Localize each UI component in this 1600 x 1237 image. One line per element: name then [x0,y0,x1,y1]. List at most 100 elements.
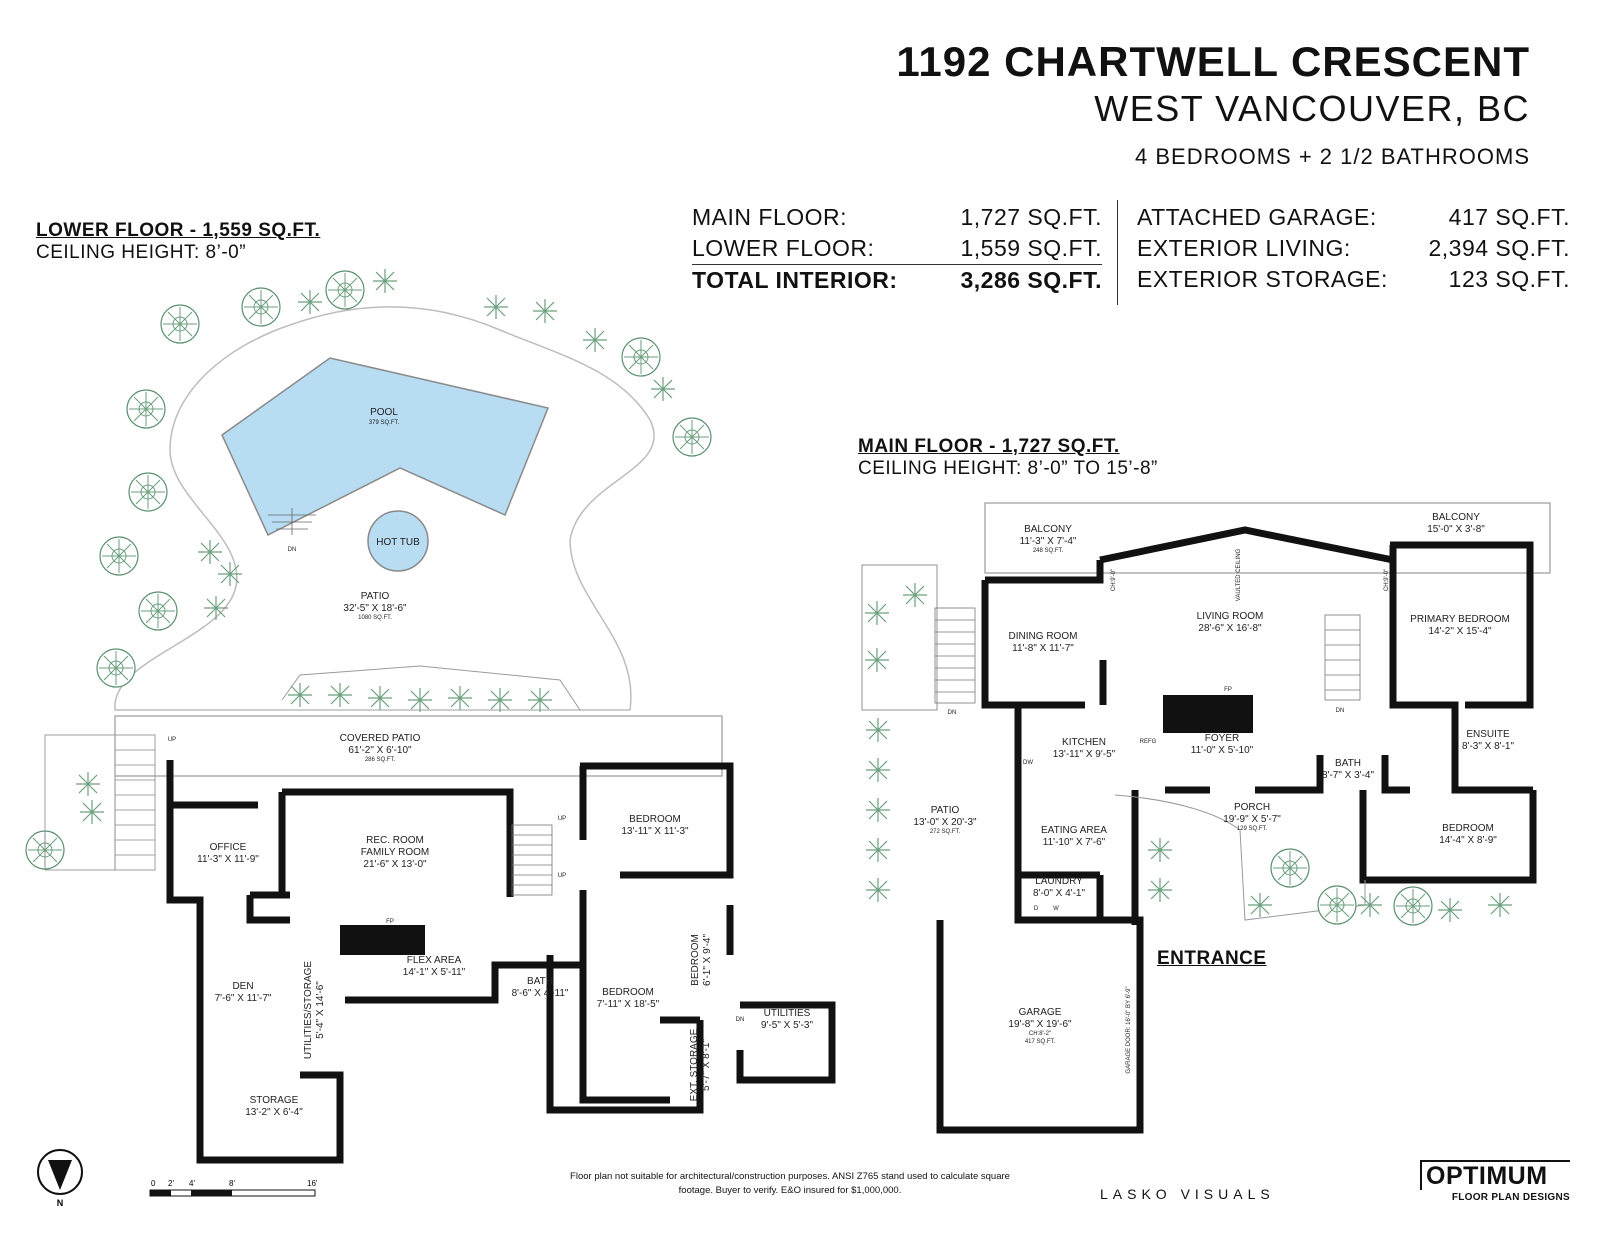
kitchen-label: KITCHEN [1062,737,1106,748]
covered-patio-dims: 61'-2" X 6'-10" [348,745,412,756]
lower-floor-walls [166,760,836,1164]
vaulted-ceiling-note: VAULTED CEILING [1236,548,1242,601]
lower-up-mark: UP [168,737,176,743]
porch-dims: 19'-9" X 5'-7" [1223,814,1281,825]
dining-dims: 11'-8" X 11'-7" [1012,643,1074,654]
garage-door-note: GARAGE DOOR: 16'-0" BY 6'-9" [1126,986,1132,1073]
balcony-left-dims: 11'-3" X 7'-4" [1020,536,1077,547]
yard-outline [114,306,655,711]
porch-outline [1114,794,1366,921]
property-address: 1192 CHARTWELL CRESCENT [896,38,1530,85]
main-bedroom-dims: 14'-4" X 8'-9" [1439,835,1497,846]
pool-area: 379 SQ.FT. [369,420,400,426]
bedroom-a-label: BEDROOM [629,814,681,825]
scale-bar [149,1189,316,1197]
landscape-trees-main [864,582,1513,926]
scale-16: 16' [307,1179,318,1188]
utilities-storage-dims: 5'-4" X 14'-6" [315,981,326,1039]
stat-garage: ATTACHED GARAGE:417 SQ.FT. [1137,204,1570,230]
credit-lasko-visuals: LASKO VISUALS [1100,1186,1275,1202]
main-stair-down-2: DN [1336,708,1345,714]
scale-8: 8' [229,1179,235,1188]
lower-stair-up-1: UP [558,816,566,822]
dishwasher-mark: DW [1023,760,1033,766]
main-bath-label: BATH [1335,758,1361,769]
main-fireplace-mark: FP [1224,687,1232,693]
rec-room-label-2: FAMILY ROOM [361,847,430,858]
bedroom-a-dims: 13'-11" X 11'-3" [621,826,689,837]
garage-ceiling: CH:8'-2" [1029,1031,1051,1037]
rec-room-dims: 21'-6" X 13'-0" [363,859,427,870]
bedroom-c-dims: 6'-1" X 9'-4" [702,934,713,987]
balcony-right-dims: 15'-0" X 3'-8" [1427,524,1485,535]
balcony-left-area: 248 SQ.FT. [1033,548,1064,554]
hot-tub-label: HOT TUB [376,537,420,548]
lower-stair-up-2: UP [558,873,566,879]
foyer-dims: 11'-0" X 5'-10" [1191,745,1254,756]
bedroom-b-dims: 7'-11" X 18'-5" [597,999,660,1010]
office-dims: 11'-3" X 11'-9" [197,854,259,865]
eating-area-label: EATING AREA [1041,825,1107,836]
main-patio-dims: 13'-0" X 20'-3" [913,817,977,828]
laundry-dims: 8'-0" X 4'-1" [1033,888,1086,899]
north-arrow [37,1149,83,1195]
ext-storage-label: EXT. STORAGE [689,1028,700,1101]
pool-down-mark: DN [288,547,297,553]
scale-2: 2' [168,1179,174,1188]
stat-lower-floor: LOWER FLOOR:1,559 SQ.FT. [692,235,1102,261]
main-bedroom-label: BEDROOM [1442,823,1494,834]
patio-dims: 32'-5" X 18'-6" [343,603,407,614]
hot-tub [367,510,429,572]
stat-exterior-living: EXTERIOR LIVING:2,394 SQ.FT. [1137,235,1570,261]
utilities-down-mark: DN [736,1017,745,1023]
flex-area-label: FLEX AREA [407,955,462,966]
ceiling-height-right: CH:9'-0" [1384,569,1390,591]
pool-label: POOL [370,407,398,418]
pool [221,357,550,537]
utilities-storage-label: UTILITIES/STORAGE [303,961,314,1059]
porch-area: 129 SQ.FT. [1237,826,1268,832]
balcony-right-label: BALCONY [1432,512,1480,523]
primary-bedroom-dims: 14'-2" X 15'-4" [1428,626,1492,637]
landscape-trees-lower [25,268,712,870]
garage-dims: 19'-8" X 19'-6" [1008,1019,1072,1030]
main-fireplace [1163,695,1253,733]
den-label: DEN [232,981,253,992]
eating-area-dims: 11'-10" X 7'-6" [1043,837,1106,848]
primary-bedroom-label: PRIMARY BEDROOM [1410,614,1510,625]
covered-patio-area: 286 SQ.FT. [365,757,396,763]
lower-fireplace [340,925,425,955]
scale-4: 4' [189,1179,195,1188]
living-dims: 28'-6" X 16'-8" [1198,623,1262,634]
storage-label: STORAGE [250,1095,299,1106]
dryer-mark: D [1034,906,1039,912]
den-dims: 7'-6" X 11'-7" [215,993,272,1004]
covered-patio-outline [114,715,723,777]
disclaimer: Floor plan not suitable for architectura… [570,1171,1010,1196]
stats-right: ATTACHED GARAGE:417 SQ.FT. EXTERIOR LIVI… [1137,202,1570,295]
lower-floor-heading: LOWER FLOOR - 1,559 SQ.FT. CEILING HEIGH… [36,220,321,263]
main-stairs [861,564,1361,711]
planter-outline [281,665,581,711]
refrigerator-mark: REFG [1140,739,1157,745]
main-patio-area: 272 SQ.FT. [930,829,961,835]
balcony-left-label: BALCONY [1024,524,1072,535]
ensuite-dims: 8'-3" X 8'-1" [1462,741,1515,752]
main-patio-label: PATIO [931,805,960,816]
dining-label: DINING ROOM [1009,631,1078,642]
living-label: LIVING ROOM [1197,611,1264,622]
pool-steps [268,508,316,535]
lower-interior-stairs [511,824,553,896]
balcony-outline [984,502,1551,574]
scale-0: 0 [151,1179,156,1188]
ext-storage-dims: 5'-7" X 8'-1" [701,1039,712,1092]
lower-exterior-stairs [44,734,156,871]
lower-bath-dims: 8'-6" X 4'-11" [512,988,569,999]
lower-fireplace-mark: FP [386,919,394,925]
kitchen-dims: 13'-11" X 9'-5" [1053,749,1116,760]
stats-left: MAIN FLOOR:1,727 SQ.FT. LOWER FLOOR:1,55… [692,202,1102,296]
utilities-dims: 9'-5" X 5'-3" [761,1020,814,1031]
stat-main-floor: MAIN FLOOR:1,727 SQ.FT. [692,204,1102,230]
bedroom-bathroom-count: 4 BEDROOMS + 2 1/2 BATHROOMS [1135,144,1530,169]
washer-mark: W [1053,906,1059,912]
